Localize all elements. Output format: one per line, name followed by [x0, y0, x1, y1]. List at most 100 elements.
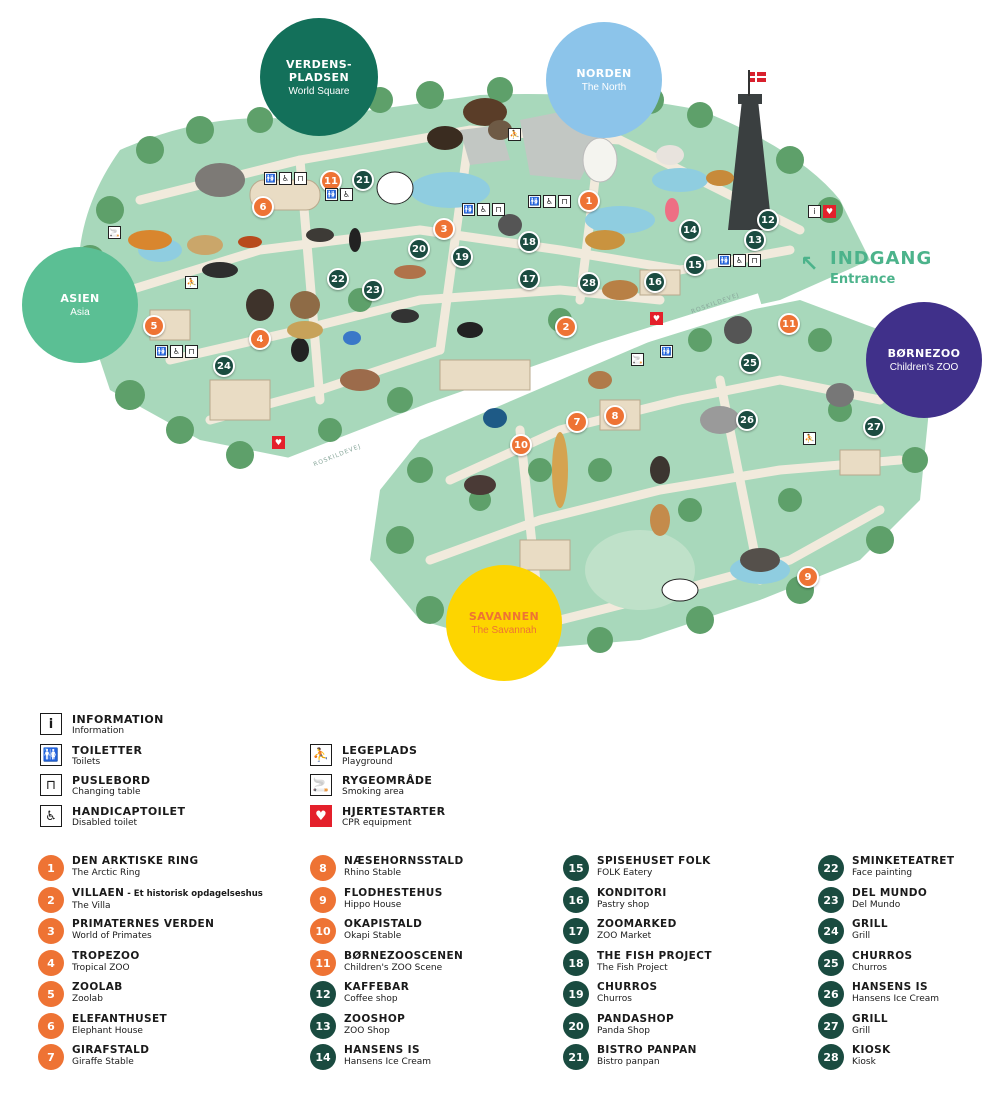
- map-pin-15[interactable]: 15: [684, 254, 706, 276]
- map-pin-4[interactable]: 4: [249, 328, 271, 350]
- otter-icon: [306, 228, 334, 242]
- playground-icon[interactable]: ⛹: [508, 128, 521, 141]
- attraction-name: PANDASHOP: [597, 1013, 675, 1025]
- zone-norden[interactable]: NORDEN The North: [546, 22, 662, 138]
- list-item[interactable]: 15 SPISEHUSET FOLK FOLK Eatery: [563, 855, 813, 881]
- list-item[interactable]: 9 FLODHESTEHUS Hippo House: [310, 887, 560, 913]
- changing-table-icon[interactable]: ⊓: [185, 345, 198, 358]
- map-pin-22[interactable]: 22: [327, 268, 349, 290]
- red-panda-icon: [238, 236, 262, 248]
- zone-asien[interactable]: ASIEN Asia: [22, 247, 138, 363]
- map-pin-19[interactable]: 19: [451, 246, 473, 268]
- toilet-icon[interactable]: 🚻: [462, 203, 475, 216]
- list-item[interactable]: 11 BØRNEZOOSCENEN Children's ZOO Scene: [310, 950, 560, 976]
- panda-icon: [376, 171, 414, 205]
- map-pin-16[interactable]: 16: [644, 271, 666, 293]
- map-pin-20[interactable]: 20: [408, 238, 430, 260]
- map-pin-17[interactable]: 17: [518, 268, 540, 290]
- list-item[interactable]: 13 ZOOSHOP ZOO Shop: [310, 1013, 560, 1039]
- map-pin-2[interactable]: 2: [555, 316, 577, 338]
- list-item[interactable]: 4 TROPEZOO Tropical ZOO: [38, 950, 288, 976]
- playground-icon[interactable]: ⛹: [803, 432, 816, 445]
- changing-table-icon[interactable]: ⊓: [294, 172, 307, 185]
- list-item[interactable]: 28 KIOSK Kiosk: [818, 1044, 993, 1070]
- map-pin-21[interactable]: 21: [352, 169, 374, 191]
- list-item[interactable]: 10 OKAPISTALD Okapi Stable: [310, 918, 560, 944]
- toilet-icon[interactable]: 🚻: [528, 195, 541, 208]
- cpr-heart-icon[interactable]: ♥: [650, 312, 663, 325]
- toilet-icon[interactable]: 🚻: [325, 188, 338, 201]
- list-item[interactable]: 16 KONDITORI Pastry shop: [563, 887, 813, 913]
- list-item[interactable]: 22 SMINKETEATRET Face painting: [818, 855, 993, 881]
- wheelchair-icon[interactable]: ♿: [340, 188, 353, 201]
- attraction-name: ELEFANTHUSET: [72, 1013, 168, 1025]
- map-pin-23[interactable]: 23: [362, 279, 384, 301]
- map-pin-13[interactable]: 13: [744, 229, 766, 251]
- changing-table-icon[interactable]: ⊓: [748, 254, 761, 267]
- list-item[interactable]: 5 ZOOLAB Zoolab: [38, 981, 288, 1007]
- map-pin-3[interactable]: 3: [433, 218, 455, 240]
- list-item[interactable]: 23 DEL MUNDO Del Mundo: [818, 887, 993, 913]
- list-item[interactable]: 2 VILLAEN - Et historisk opdagelseshus T…: [38, 887, 288, 913]
- map-pin-1[interactable]: 1: [578, 190, 600, 212]
- map-pin-5[interactable]: 5: [143, 315, 165, 337]
- zoo-map[interactable]: VERDENS- PLADSEN World Square NORDEN The…: [0, 0, 1000, 690]
- attraction-number: 23: [818, 887, 844, 913]
- map-pin-7[interactable]: 7: [566, 411, 588, 433]
- cpr-heart-icon[interactable]: ♥: [823, 205, 836, 218]
- list-item[interactable]: 7 GIRAFSTALD Giraffe Stable: [38, 1044, 288, 1070]
- toilet-icon[interactable]: 🚻: [718, 254, 731, 267]
- zone-bornezoo[interactable]: BØRNEZOO Children's ZOO: [866, 302, 982, 418]
- list-item[interactable]: 19 CHURROS Churros: [563, 981, 813, 1007]
- changing-table-icon[interactable]: ⊓: [558, 195, 571, 208]
- toilet-icon[interactable]: 🚻: [155, 345, 168, 358]
- map-pin-10[interactable]: 10: [510, 434, 532, 456]
- map-pin-12[interactable]: 12: [757, 209, 779, 231]
- info-icon[interactable]: i: [808, 205, 821, 218]
- attraction-number: 27: [818, 1013, 844, 1039]
- list-item[interactable]: 25 CHURROS Churros: [818, 950, 993, 976]
- map-pin-26[interactable]: 26: [736, 409, 758, 431]
- toilet-icon[interactable]: 🚻: [264, 172, 277, 185]
- list-item[interactable]: 27 GRILL Grill: [818, 1013, 993, 1039]
- wheelchair-icon[interactable]: ♿: [170, 345, 183, 358]
- map-pin-6[interactable]: 6: [252, 196, 274, 218]
- attraction-name: KAFFEBAR: [344, 981, 410, 993]
- map-pin-28[interactable]: 28: [578, 272, 600, 294]
- list-item[interactable]: 21 BISTRO PANPAN Bistro panpan: [563, 1044, 813, 1070]
- list-item[interactable]: 6 ELEFANTHUSET Elephant House: [38, 1013, 288, 1039]
- map-pin-14[interactable]: 14: [679, 219, 701, 241]
- list-item[interactable]: 14 HANSENS IS Hansens Ice Cream: [310, 1044, 560, 1070]
- list-item[interactable]: 17 ZOOMARKED ZOO Market: [563, 918, 813, 944]
- list-item[interactable]: 18 THE FISH PROJECT The Fish Project: [563, 950, 813, 976]
- list-item[interactable]: 1 DEN ARKTISKE RING The Arctic Ring: [38, 855, 288, 881]
- attraction-name: KONDITORI: [597, 887, 667, 899]
- changing-table-icon[interactable]: ⊓: [492, 203, 505, 216]
- map-pin-11b[interactable]: 11: [778, 313, 800, 335]
- map-pin-27[interactable]: 27: [863, 416, 885, 438]
- list-item[interactable]: 12 KAFFEBAR Coffee shop: [310, 981, 560, 1007]
- map-pin-18[interactable]: 18: [518, 231, 540, 253]
- wheelchair-icon[interactable]: ♿: [543, 195, 556, 208]
- list-item[interactable]: 8 NÆSEHORNSSTALD Rhino Stable: [310, 855, 560, 881]
- map-pin-25[interactable]: 25: [739, 352, 761, 374]
- map-pin-8[interactable]: 8: [604, 405, 626, 427]
- list-item[interactable]: 3 PRIMATERNES VERDEN World of Primates: [38, 918, 288, 944]
- smoking-icon[interactable]: 🚬: [108, 226, 121, 239]
- list-item[interactable]: 24 GRILL Grill: [818, 918, 993, 944]
- wheelchair-icon[interactable]: ♿: [279, 172, 292, 185]
- map-pin-24[interactable]: 24: [213, 355, 235, 377]
- zone-verdenspladsen[interactable]: VERDENS- PLADSEN World Square: [260, 18, 378, 136]
- smoking-icon[interactable]: 🚬: [631, 353, 644, 366]
- zone-savannen[interactable]: SAVANNEN The Savannah: [446, 565, 562, 681]
- map-pin-9[interactable]: 9: [797, 566, 819, 588]
- leopard-icon: [187, 235, 223, 255]
- toilet-icon[interactable]: 🚻: [660, 345, 673, 358]
- playground-icon[interactable]: ⛹: [185, 276, 198, 289]
- cpr-heart-icon[interactable]: ♥: [272, 436, 285, 449]
- list-item[interactable]: 26 HANSENS IS Hansens Ice Cream: [818, 981, 993, 1007]
- wheelchair-icon[interactable]: ♿: [477, 203, 490, 216]
- list-item[interactable]: 20 PANDASHOP Panda Shop: [563, 1013, 813, 1039]
- donkey-icon: [826, 383, 854, 407]
- wheelchair-icon[interactable]: ♿: [733, 254, 746, 267]
